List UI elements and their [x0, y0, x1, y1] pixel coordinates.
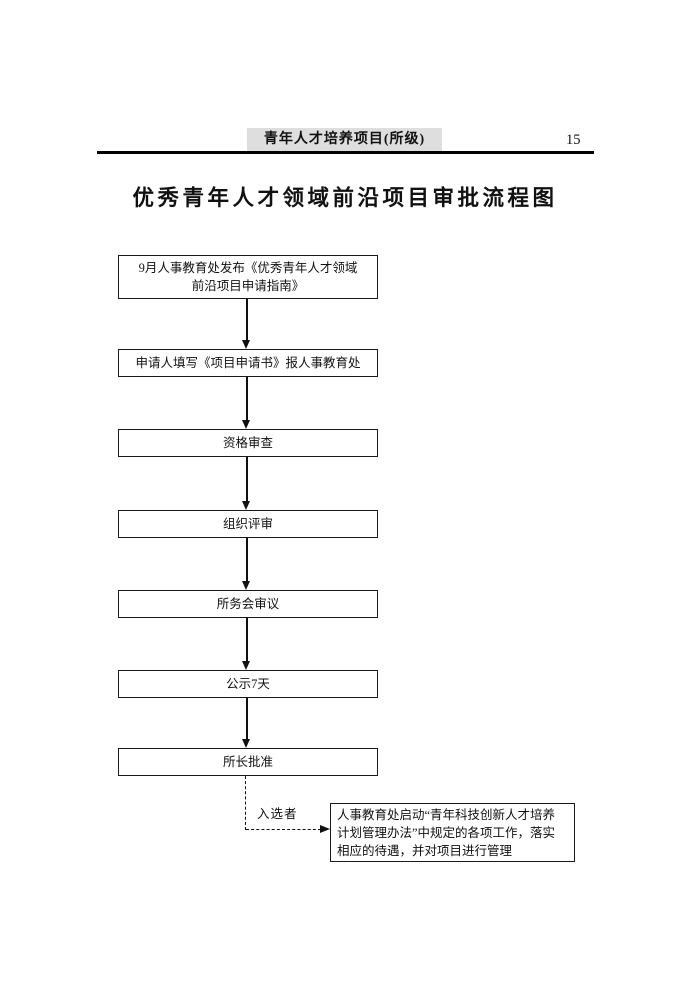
flow-step-line: 前沿项目申请指南》 — [191, 279, 305, 293]
flow-step-announce-guide: 9月人事教育处发布《优秀青年人才领域 前沿项目申请指南》 — [118, 255, 378, 299]
section-label: 青年人才培养项目(所级) — [247, 128, 442, 152]
flow-step-line: 公示7天 — [226, 677, 270, 691]
flow-step-line: 申请人填写《项目申请书》报人事教育处 — [135, 356, 361, 370]
flow-step-qualification-review: 资格审查 — [118, 429, 378, 457]
flow-step-line: 9月人事教育处发布《优秀青年人才领域 — [138, 261, 358, 275]
page-number: 15 — [566, 132, 581, 148]
arrow-shaft — [246, 698, 248, 740]
arrow-head-icon — [242, 739, 251, 748]
flow-step-public-notice: 公示7天 — [118, 670, 378, 698]
flow-step-line: 组织评审 — [222, 517, 273, 531]
arrow-head-icon — [242, 501, 251, 510]
flow-step-director-approval: 所长批准 — [118, 748, 378, 776]
arrow-shaft — [246, 377, 248, 421]
flow-step-line: 所务会审议 — [216, 597, 280, 611]
arrow-head-icon — [242, 340, 251, 349]
branch-condition-label: 入选者 — [257, 807, 298, 821]
flow-result-line: 相应的待遇，并对项目进行管理 — [337, 844, 513, 859]
arrow-head-icon — [242, 581, 251, 590]
arrow-shaft — [246, 299, 248, 341]
arrow-shaft — [246, 618, 248, 662]
flow-step-organize-evaluation: 组织评审 — [118, 510, 378, 538]
arrow-head-icon — [242, 661, 251, 670]
dashed-connector-vertical — [245, 776, 247, 830]
flow-step-submit-application: 申请人填写《项目申请书》报人事教育处 — [118, 349, 378, 377]
flow-step-line: 所长批准 — [222, 755, 273, 769]
arrow-shaft — [246, 457, 248, 502]
header-divider — [97, 151, 594, 154]
flow-step-institute-council-review: 所务会审议 — [118, 590, 378, 618]
flow-result-management: 人事教育处启动“青年科技创新人才培养 计划管理办法”中规定的各项工作，落实 相应… — [330, 803, 575, 862]
arrow-head-icon — [242, 420, 251, 429]
arrow-head-right-icon — [320, 825, 330, 834]
flowchart-title: 优秀青年人才领域前沿项目审批流程图 — [132, 186, 558, 210]
flow-result-line: 人事教育处启动“青年科技创新人才培养 — [337, 808, 556, 822]
flow-step-line: 资格审查 — [222, 436, 273, 450]
flow-result-line: 计划管理办法”中规定的各项工作，落实 — [337, 826, 556, 841]
dashed-connector-horizontal — [246, 829, 321, 830]
arrow-shaft — [246, 538, 248, 582]
